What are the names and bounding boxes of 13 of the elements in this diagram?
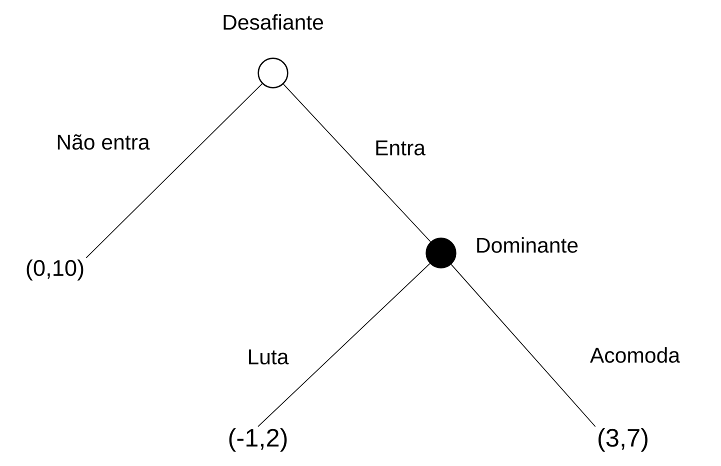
branch-line <box>450 264 596 427</box>
payoff-label: (0,10) <box>26 259 84 281</box>
player-name: Desafiante <box>224 14 324 30</box>
payoff-label: (-1,2) <box>229 428 287 452</box>
edge-label: Luta <box>246 348 290 366</box>
edge-label: Não entra <box>54 132 152 152</box>
branch-line <box>258 263 430 427</box>
branch-line <box>86 83 262 258</box>
edge-label: Entra <box>373 139 427 157</box>
payoff-label: (3,7) <box>598 428 648 452</box>
branch-line <box>283 84 431 242</box>
edge-label: Acomoda <box>588 346 682 364</box>
player-name: Dominante <box>477 237 578 253</box>
